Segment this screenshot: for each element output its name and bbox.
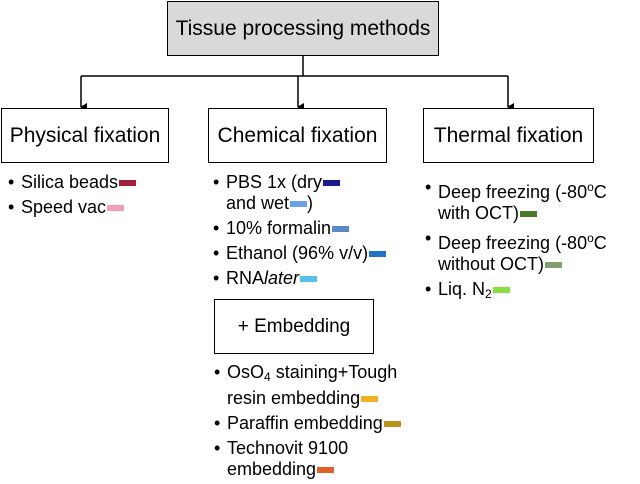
- item-text: with OCT): [438, 203, 519, 223]
- color-swatch: [492, 287, 510, 294]
- color-swatch: [520, 211, 537, 218]
- physical-fixation-list: •Silica beads •Speed vac: [8, 172, 137, 222]
- item-text: Speed vac: [21, 197, 107, 217]
- list-item: •RNAlater: [213, 268, 386, 289]
- item-text: Silica beads: [21, 172, 119, 192]
- list-item: •PBS 1x (dry and wet): [213, 172, 386, 214]
- thermal-fixation-list: •Deep freezing (-80oC with OCT) •Deep fr…: [425, 177, 607, 309]
- chemical-fixation-node: Chemical fixation: [208, 108, 387, 163]
- chemical-fixation-list: •PBS 1x (dry and wet) •10% formalin •Eth…: [213, 172, 387, 293]
- item-text: C: [593, 233, 607, 253]
- color-swatch: [300, 276, 318, 283]
- item-text: and wet: [226, 193, 290, 213]
- chemical-fixation-title: Chemical fixation: [217, 123, 378, 147]
- list-item: •Silica beads: [8, 172, 137, 193]
- item-text: staining+Tough: [270, 362, 398, 382]
- item-text: Paraffin embedding: [227, 413, 383, 433]
- item-text-italic: later: [264, 268, 300, 288]
- color-swatch: [369, 251, 387, 258]
- list-item: •10% formalin: [213, 218, 386, 239]
- item-superscript: o: [587, 231, 594, 245]
- item-text: Ethanol (96% v/v): [226, 243, 369, 263]
- list-item: •OsO4 staining+Tough resin embedding: [214, 362, 398, 408]
- item-text: embedding: [227, 459, 317, 479]
- thermal-fixation-title: Thermal fixation: [433, 123, 584, 147]
- list-item: •Liq. N2: [425, 279, 607, 305]
- color-swatch: [317, 467, 335, 474]
- item-text: ): [307, 193, 314, 213]
- item-superscript: o: [587, 180, 594, 194]
- color-swatch: [323, 180, 341, 187]
- thermal-fixation-node: Thermal fixation: [423, 108, 594, 163]
- item-text: without OCT): [438, 254, 545, 274]
- item-text: RNA: [226, 268, 265, 288]
- list-item: •Paraffin embedding: [214, 413, 401, 434]
- item-text: Technovit 9100: [227, 438, 349, 458]
- list-item: •Deep freezing (-80oC without OCT): [425, 228, 607, 274]
- color-swatch: [332, 226, 350, 233]
- color-swatch: [383, 421, 401, 428]
- list-item: •Deep freezing (-80oC with OCT): [425, 177, 607, 223]
- item-text: PBS 1x (dry: [226, 172, 323, 192]
- physical-fixation-node: Physical fixation: [1, 108, 169, 163]
- color-swatch: [119, 180, 137, 187]
- item-text: OsO: [227, 362, 265, 382]
- list-item: •Ethanol (96% v/v): [213, 243, 387, 264]
- item-text: Deep freezing (-80: [438, 182, 588, 202]
- embedding-title: + Embedding: [237, 315, 351, 337]
- color-swatch: [290, 201, 308, 208]
- color-swatch: [361, 396, 379, 403]
- embedding-list: •OsO4 staining+Tough resin embedding •Pa…: [214, 362, 401, 484]
- connector-lines: [80, 56, 514, 111]
- embedding-node: + Embedding: [214, 299, 374, 354]
- item-text: C: [593, 182, 607, 202]
- list-item: •Speed vac: [8, 197, 136, 218]
- item-text: 10% formalin: [226, 218, 332, 238]
- item-text: Deep freezing (-80: [438, 233, 588, 253]
- item-subscript: 4: [264, 370, 271, 384]
- root-label: Tissue processing methods: [175, 16, 431, 40]
- color-swatch: [107, 205, 125, 212]
- color-swatch: [545, 262, 563, 269]
- root-node: Tissue processing methods: [167, 1, 439, 56]
- item-subscript: 2: [485, 287, 492, 301]
- physical-fixation-title: Physical fixation: [9, 123, 161, 147]
- item-text: Liq. N: [438, 279, 486, 299]
- item-text: resin embedding: [227, 388, 361, 408]
